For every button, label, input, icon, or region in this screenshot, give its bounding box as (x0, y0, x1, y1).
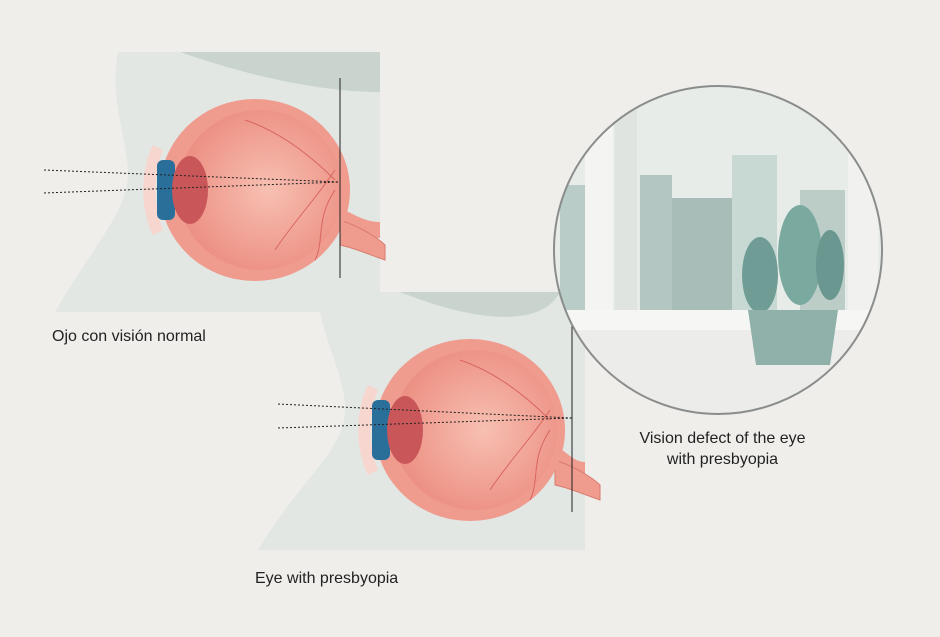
light-ray (277, 417, 573, 429)
label-presbyopia-eye: Eye with presbyopia (255, 570, 399, 587)
light-ray (43, 169, 341, 183)
eyebrow-shape (400, 292, 560, 317)
light-ray (43, 181, 341, 194)
label-vision-defect-line2: with presbyopia (666, 451, 779, 468)
label-vision-defect-line1: Vision defect of the eye (639, 430, 806, 447)
label-vision-defect: Vision defect of the eye with presbyopia (610, 428, 835, 470)
eyebrow-shape (180, 52, 380, 92)
blurred-window-view (554, 86, 882, 414)
light-ray (277, 403, 573, 419)
label-normal-vision: Ojo con visión normal (52, 328, 206, 345)
vision-circle-border (553, 85, 883, 415)
